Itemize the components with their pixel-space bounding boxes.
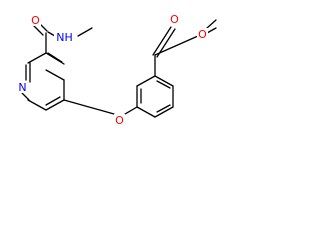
bond-line [47,52,63,63]
bond-line [45,69,65,81]
bond-line [152,26,172,56]
bond-line [206,27,217,34]
bond-line [47,31,56,37]
bond-line [136,75,156,87]
bond-line [45,96,61,106]
bond-lines [21,19,217,118]
bond-line [27,99,47,111]
bond-line [206,19,217,29]
bond-line [21,92,30,101]
bond-line [27,52,47,64]
bond-line [154,75,174,87]
bond-line [45,52,65,65]
ether-oxygen-label: O [115,114,124,127]
bond-line [63,99,115,115]
bond-line [136,106,156,118]
bond-line [154,106,174,118]
pyridine-nitrogen-label: N [18,81,26,94]
bond-line [77,27,93,37]
label-backgrounds [17,13,208,126]
bond-line [45,99,65,111]
molecule-structure: O NH N O O O [17,13,217,127]
bond-line [156,80,171,89]
bond-line [124,106,138,115]
ester-carbonyl-oxygen-label: O [170,13,179,26]
bond-line [33,25,44,36]
amide-nh-label: NH [56,31,73,44]
amide-oxygen-label: O [31,14,40,27]
bond-line [156,104,171,113]
ester-oxygen-label: O [198,28,207,41]
bond-line [154,35,199,56]
